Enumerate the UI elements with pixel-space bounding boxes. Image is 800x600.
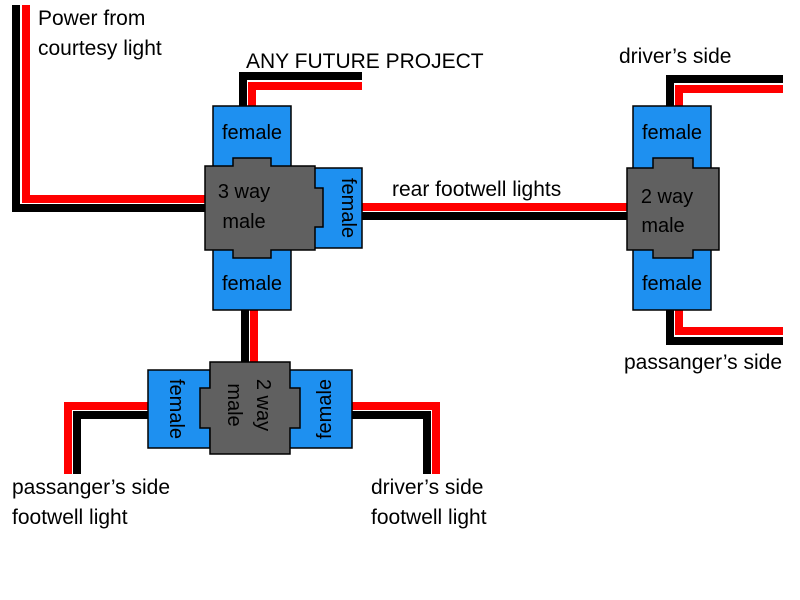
power-source-label-line2: courtesy light [38,37,162,60]
female-top-label: female [642,122,702,144]
male-2-way-body [199,361,301,455]
female-right-label: female [314,379,336,439]
passenger-footwell-label-line2: footwell light [12,506,128,529]
male-3-way-label-line2: male [222,211,265,233]
wires [12,5,783,474]
female-right-label: female [337,178,359,238]
wire-to-bottom-connector [241,308,258,366]
female-left-label: female [165,379,187,439]
labels: Power from courtesy light ANY FUTURE PRO… [12,7,782,529]
wire-passenger-side [666,308,783,345]
male-2-way-label-line1: 2 way [641,186,693,208]
female-bottom-label: female [222,273,282,295]
wire-driver-side [666,75,783,108]
future-project-label: ANY FUTURE PROJECT [246,50,484,73]
male-2-way-label-line2: male [223,383,245,426]
driver-footwell-label-line1: driver’s side [371,476,483,499]
wire-driver-footwell [350,402,440,474]
driver-side-label: driver’s side [619,45,731,68]
power-source-label-line1: Power from [38,7,145,30]
male-2-way-label-line1: 2 way [252,379,274,431]
rear-footwell-label: rear footwell lights [392,178,561,201]
passenger-footwell-label-line1: passanger’s side [12,476,170,499]
male-3-way-body [204,157,324,259]
female-bottom-housing [212,245,292,311]
wire-passenger-footwell [64,402,150,474]
connector-2-way-right: female female 2 way male [626,105,720,311]
male-2-way-body [626,157,720,259]
connector-3-way: female female female 3 way male [204,105,363,311]
female-top-label: female [222,122,282,144]
wire-future-project [239,72,362,108]
wire-power-source [12,5,215,212]
connector-2-way-bottom: female female 2 way male [147,361,353,455]
male-3-way-label-line1: 3 way [218,181,270,203]
male-2-way-label-line2: male [641,215,684,237]
driver-footwell-label-line2: footwell light [371,506,487,529]
passenger-side-label: passanger’s side [624,351,782,374]
female-bottom-label: female [642,273,702,295]
wire-rear-footwell [360,203,628,220]
